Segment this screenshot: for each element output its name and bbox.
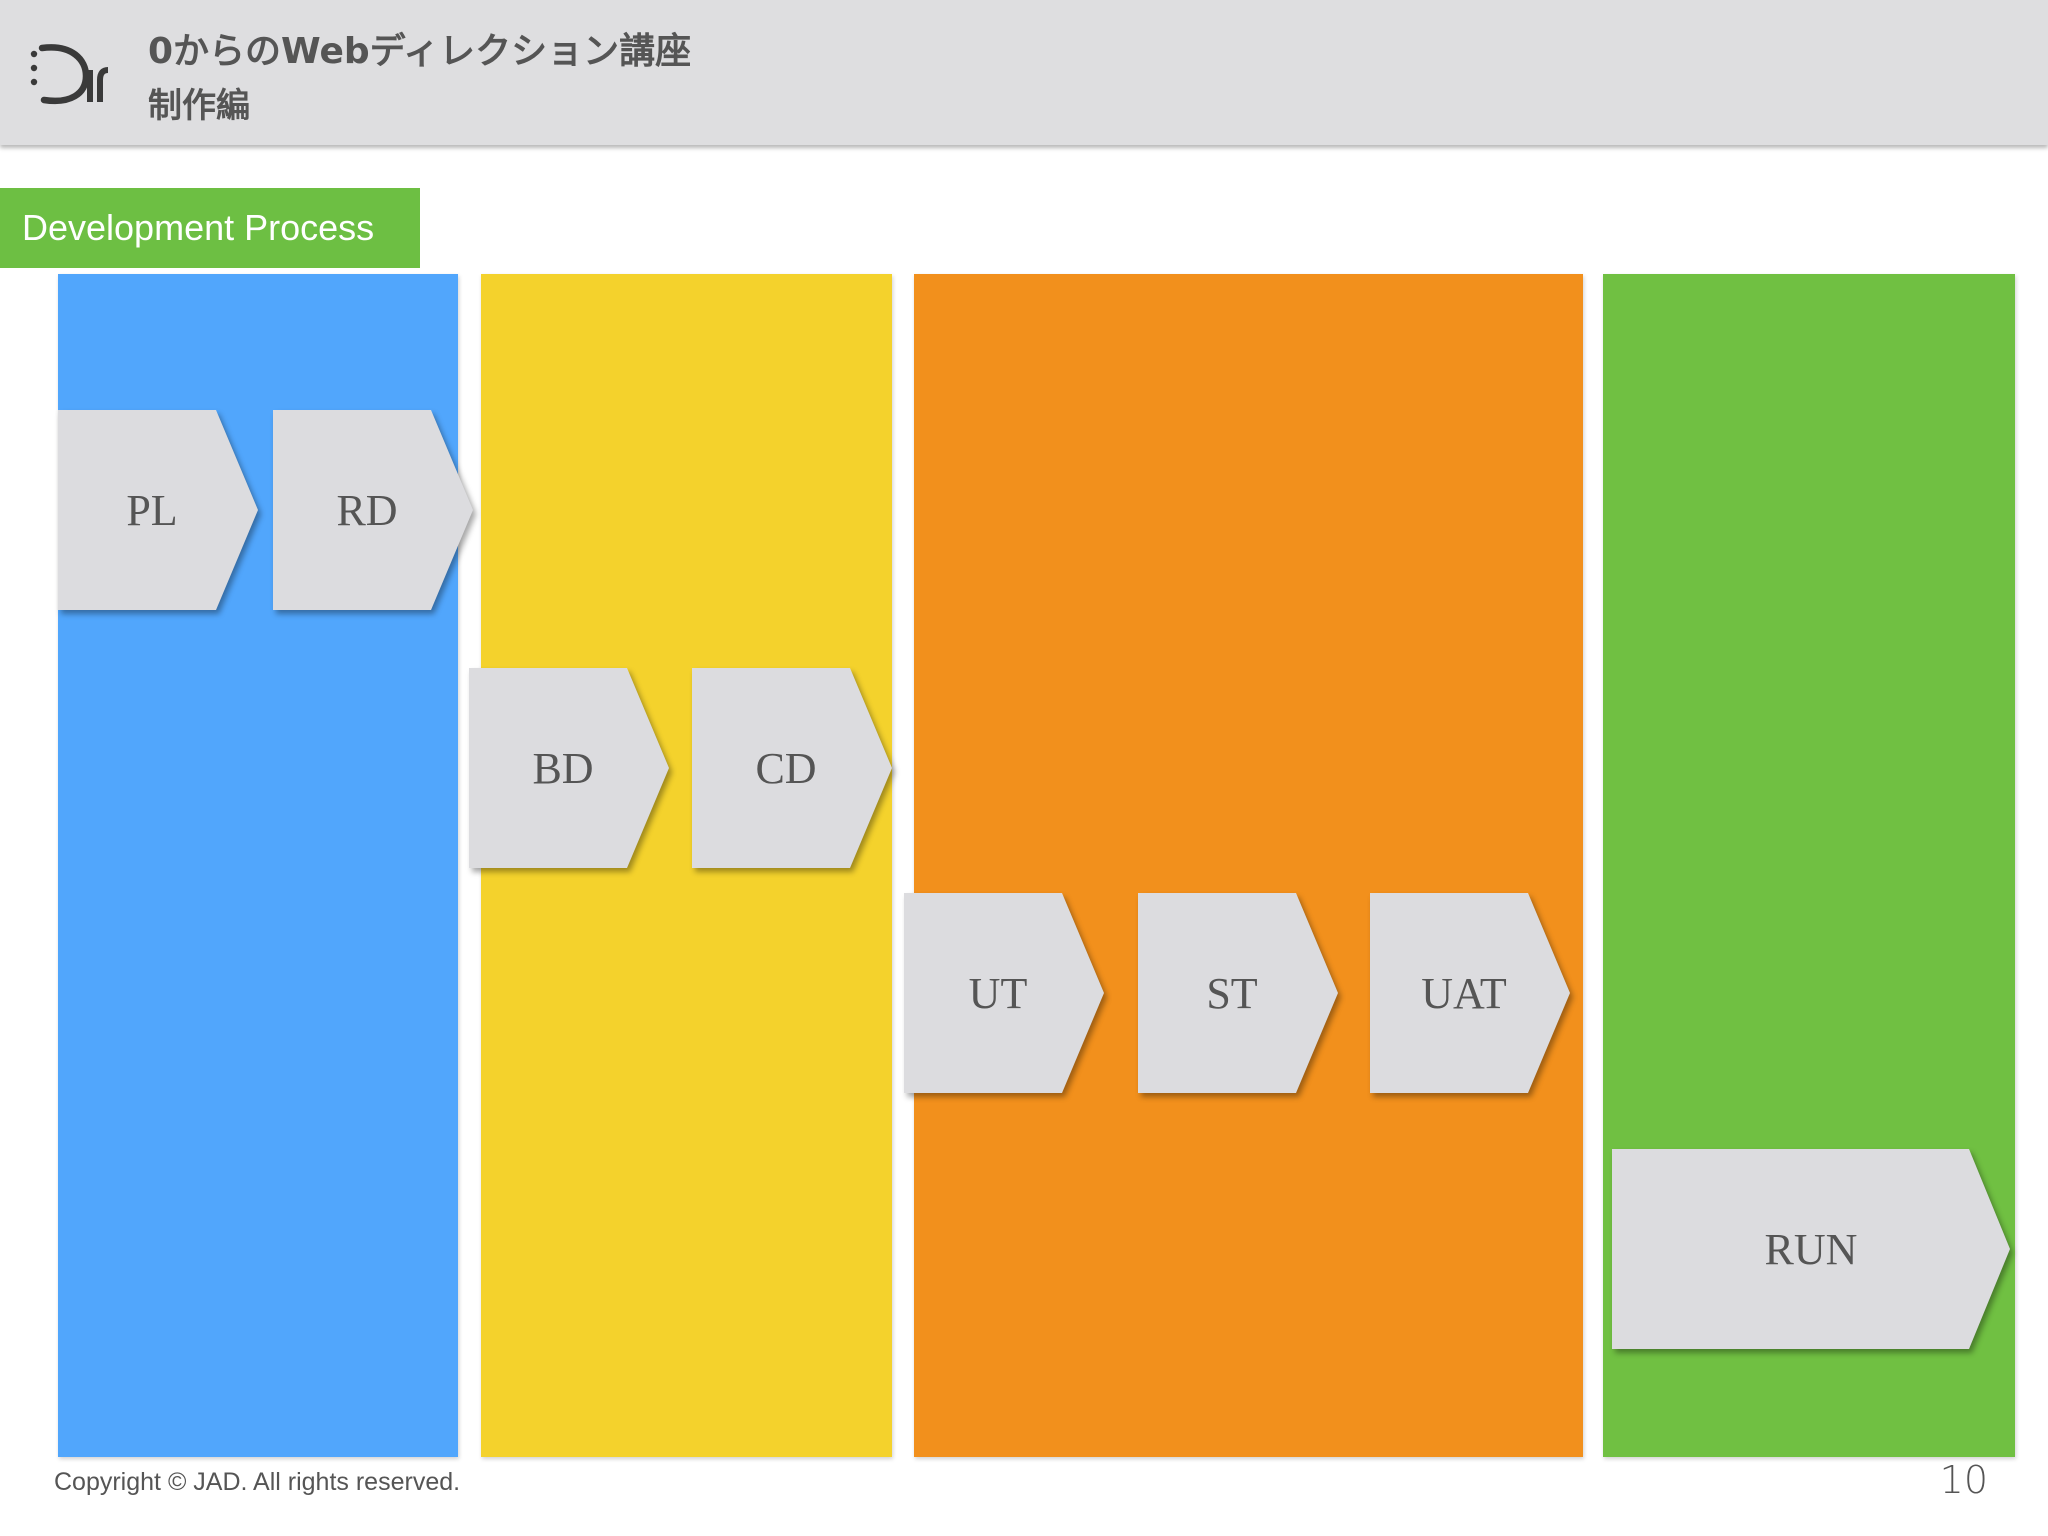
chevron-shape <box>58 410 258 610</box>
chevron-shape <box>692 668 892 868</box>
step-st: ST <box>1138 893 1338 1093</box>
slide-subtitle: 制作編 <box>148 86 250 126</box>
chevron-shape <box>904 893 1104 1093</box>
step-cd-label: CD <box>755 743 817 793</box>
step-ut-label: UT <box>968 968 1028 1018</box>
page-number: 10 <box>1939 1458 1988 1502</box>
step-st-label: ST <box>1206 968 1258 1018</box>
slide-header: 0からのWebディレクション講座 制作編 <box>0 0 2048 145</box>
step-uat: UAT <box>1370 893 1570 1093</box>
step-ut: UT <box>904 893 1104 1093</box>
step-rd-label: RD <box>336 485 398 535</box>
chevron-shape <box>1370 893 1570 1093</box>
step-rd: RD <box>273 410 473 610</box>
slide-title: 0からのWebディレクション講座 <box>148 31 692 72</box>
copyright-notice: Copyright © JAD. All rights reserved. <box>54 1468 461 1496</box>
step-run-label: RUN <box>1764 1224 1858 1274</box>
step-pl-label: PL <box>126 485 178 535</box>
step-run: RUN <box>1612 1149 2010 1349</box>
step-cd: CD <box>692 668 892 868</box>
chevron-shape <box>273 410 473 610</box>
phase-column-testing <box>914 274 1583 1457</box>
step-bd-label: BD <box>532 743 594 793</box>
step-bd: BD <box>469 668 669 868</box>
chevron-shape <box>1138 893 1338 1093</box>
dir-logo-icon <box>30 44 108 105</box>
chevron-shape <box>1612 1149 2010 1349</box>
section-label: Development Process <box>0 188 420 268</box>
chevron-shape <box>469 668 669 868</box>
step-pl: PL <box>58 410 258 610</box>
step-uat-label: UAT <box>1421 968 1507 1018</box>
